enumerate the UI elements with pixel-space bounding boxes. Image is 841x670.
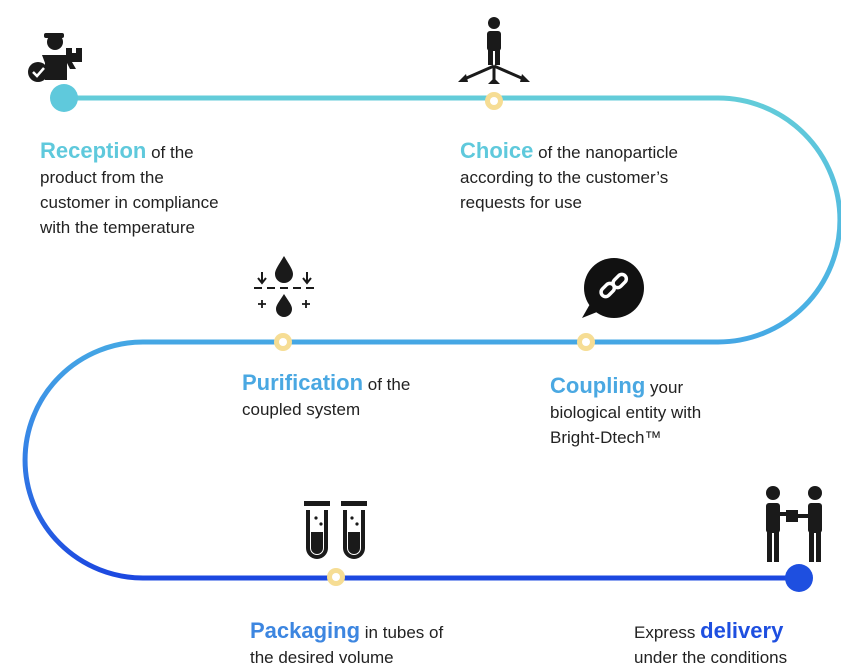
step-keyword: Purification	[242, 370, 364, 395]
step-dot	[274, 333, 292, 351]
step-line: product from the	[40, 168, 164, 187]
start-node	[50, 84, 78, 112]
step-line: biological entity with	[550, 403, 702, 422]
filtration-drops-icon	[254, 256, 314, 317]
step-line: your	[645, 378, 684, 397]
step-line: of the	[363, 375, 411, 394]
step-keyword: Reception	[40, 138, 147, 163]
step-purification-text: Purification of the coupled system	[242, 370, 502, 422]
chain-link-bubble-icon	[582, 258, 644, 318]
step-line: with the temperature	[40, 218, 195, 237]
step-line: of the nanoparticle	[533, 143, 678, 162]
step-dot	[485, 92, 503, 110]
step-line: coupled system	[242, 400, 361, 419]
step-line: under the conditions	[634, 648, 788, 667]
person-choosing-direction-icon	[458, 17, 530, 84]
handover-people-icon	[766, 486, 822, 562]
step-line: according to the customer’s	[460, 168, 669, 187]
step-line: customer in compliance	[40, 193, 219, 212]
step-keyword: delivery	[700, 618, 784, 643]
step-reception-text: Reception of the product from the custom…	[40, 138, 300, 240]
step-coupling-text: Coupling your biological entity with Bri…	[550, 373, 810, 450]
step-keyword: Packaging	[250, 618, 361, 643]
serpentine-line	[22, 95, 841, 581]
step-line: of the	[146, 143, 194, 162]
step-keyword: Choice	[460, 138, 534, 163]
step-delivery-text: Express delivery under the conditions	[634, 618, 839, 670]
step-line: the desired volume	[250, 648, 394, 667]
step-prefix: Express	[634, 623, 701, 642]
step-line: Bright-Dtech™	[550, 428, 662, 447]
delivery-man-with-box-icon	[28, 33, 82, 82]
step-packaging-text: Packaging in tubes of the desired volume	[250, 618, 530, 670]
step-keyword: Coupling	[550, 373, 646, 398]
end-node	[785, 564, 813, 592]
step-line: requests for use	[460, 193, 582, 212]
step-dot	[327, 568, 345, 586]
test-tubes-icon	[304, 501, 367, 559]
step-choice-text: Choice of the nanoparticle according to …	[460, 138, 760, 215]
step-line: in tubes of	[360, 623, 444, 642]
step-dot	[577, 333, 595, 351]
